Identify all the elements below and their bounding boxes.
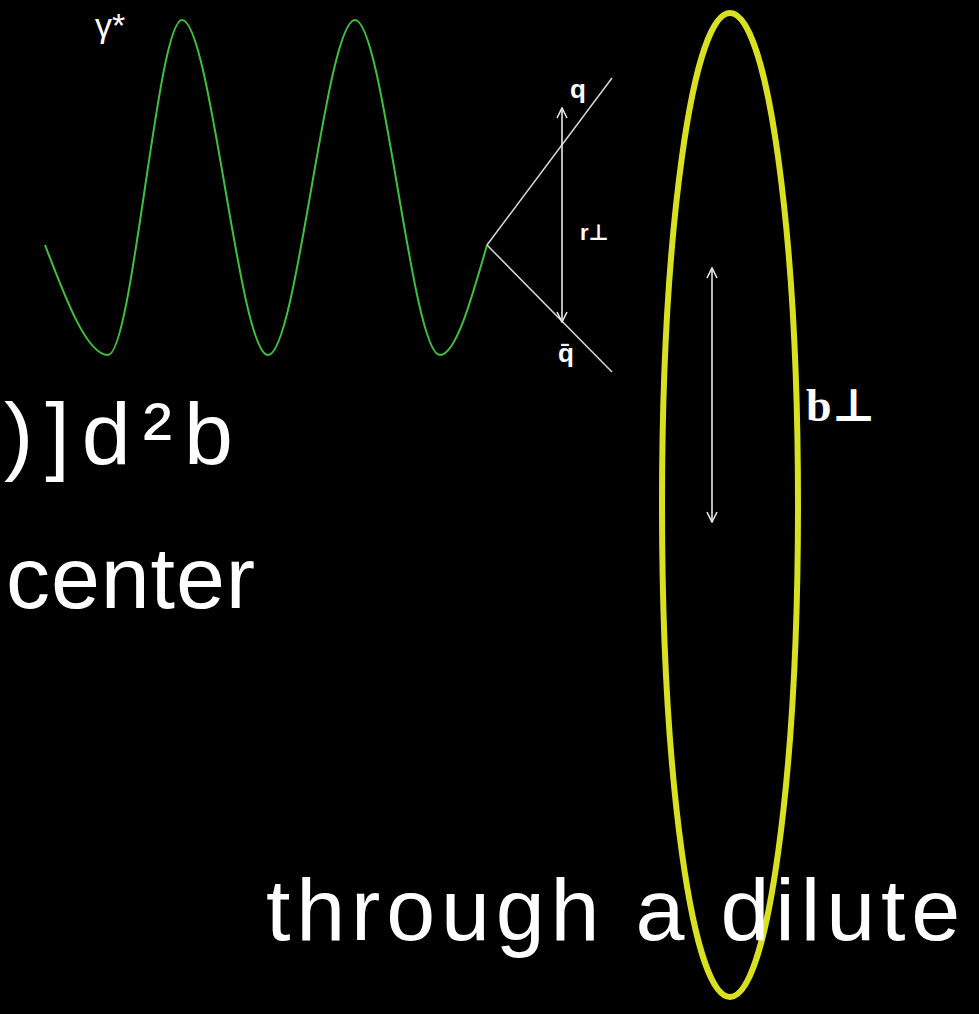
antiquark-label: q̄ bbox=[558, 340, 574, 366]
impact-parameter-label: b⊥ bbox=[806, 383, 876, 429]
antiquark-line bbox=[487, 245, 612, 372]
photon-label: γ* bbox=[95, 8, 125, 42]
dipole-size-label: r⊥ bbox=[580, 222, 609, 244]
quark-line bbox=[487, 78, 612, 245]
quark-label: q bbox=[570, 76, 586, 102]
photon-wave-path bbox=[45, 20, 487, 355]
target-ellipse bbox=[662, 13, 798, 997]
slide-text: through a dilute bbox=[266, 866, 966, 954]
photon-wave bbox=[45, 20, 487, 355]
impact-parameter-arrow bbox=[711, 268, 713, 522]
formula-fragment: )]d²b bbox=[4, 390, 245, 478]
slide-text: center bbox=[6, 534, 256, 622]
dipole-size-arrow bbox=[561, 108, 563, 322]
